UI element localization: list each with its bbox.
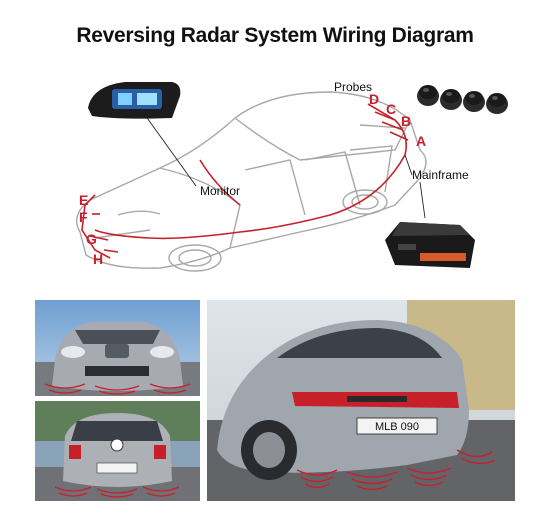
probe-letter-d: D xyxy=(369,91,380,107)
probe-letter-a: A xyxy=(416,133,427,149)
license-plate: MLB 090 xyxy=(375,421,419,433)
monitor-label: Monitor xyxy=(200,184,241,198)
probe-letter-f: F xyxy=(79,209,88,225)
probe-sensor-icon xyxy=(417,85,508,114)
mainframe-label: Mainframe xyxy=(412,168,469,182)
page-title: Reversing Radar System Wiring Diagram xyxy=(76,24,474,47)
monitor-display-icon xyxy=(88,82,181,119)
leader-lines xyxy=(144,114,426,219)
photo-front-sensors xyxy=(35,300,200,396)
probes-label: Probes xyxy=(334,80,373,94)
probe-letter-c: C xyxy=(386,101,397,117)
probe-letter-b: B xyxy=(401,113,412,129)
photo-rear-sensors xyxy=(35,401,200,501)
probe-letter-g: G xyxy=(86,231,97,247)
mainframe-box-icon xyxy=(385,222,475,268)
probe-letter-h: H xyxy=(93,251,104,267)
probe-letter-e: E xyxy=(79,192,89,208)
wiring-harness xyxy=(81,103,409,259)
wiring-diagram xyxy=(76,82,508,272)
photo-sedan-rear-sensors: MLB 090 xyxy=(207,300,515,501)
car-outline xyxy=(76,91,427,272)
